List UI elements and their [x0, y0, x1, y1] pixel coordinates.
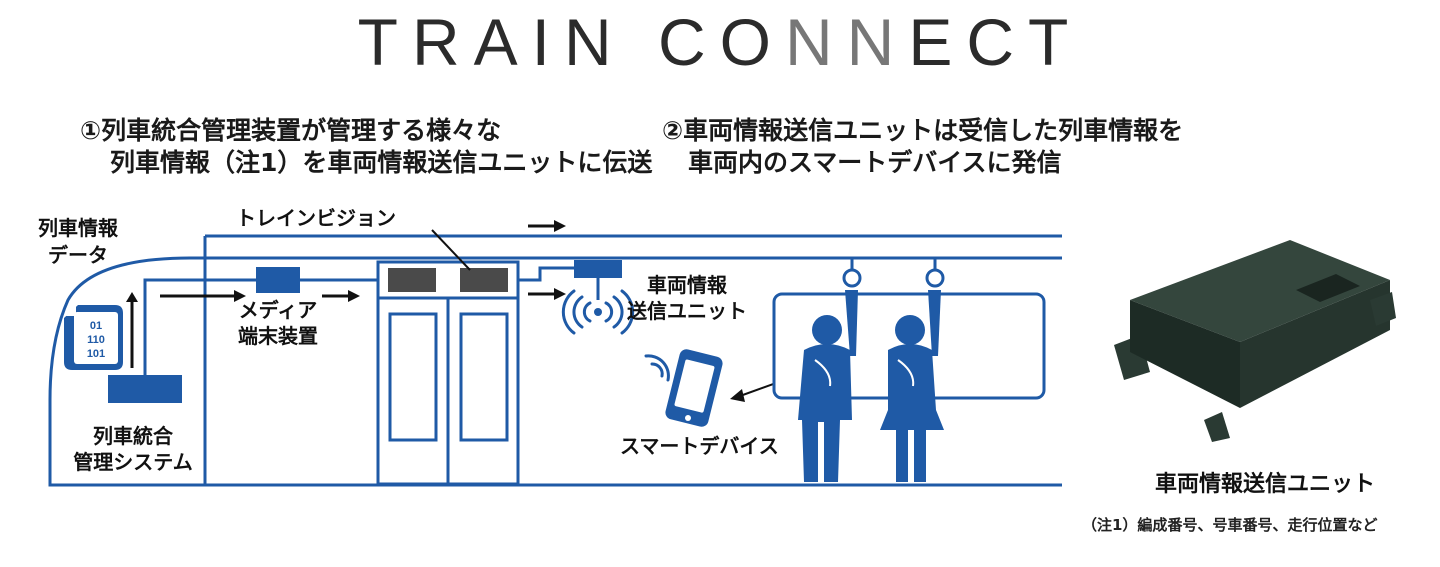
tims-device: [108, 375, 182, 403]
passenger-female-icon: [880, 290, 944, 482]
train-data-label-2: データ: [48, 243, 108, 267]
arrow-to-door-icon: [322, 290, 360, 302]
train-vision-display-2: [460, 268, 508, 292]
step2-line1: ②車両情報送信ユニットは受信した列車情報を: [662, 116, 1184, 145]
step2-line2: 車両内のスマートデバイスに発信: [688, 148, 1062, 177]
train-data-label-1: 列車情報: [38, 216, 118, 240]
product-caption: 車両情報送信ユニット: [1154, 472, 1375, 497]
up-arrow-icon: [126, 292, 138, 302]
arrow-to-unit-icon: [528, 288, 566, 300]
step1-line2: 列車情報（注1）を車両情報送信ユニットに伝送: [110, 148, 653, 177]
arrow-top-icon: [528, 220, 566, 232]
arrow-to-media-icon: [160, 290, 246, 302]
train-vision-display-1: [388, 268, 436, 292]
data-icon-line-3: 101: [87, 348, 105, 360]
data-icon-line-2: 110: [87, 334, 105, 346]
media-terminal-device: [256, 267, 300, 293]
transmission-unit-label-1: 車両情報: [647, 273, 727, 297]
transmission-unit-label-2: 送信ユニット: [627, 299, 747, 323]
tims-label-2: 管理システム: [73, 450, 193, 474]
data-file-icon: [64, 305, 123, 370]
train-vision-label: トレインビジョン: [236, 206, 396, 230]
transmission-unit-product-photo: [1114, 240, 1396, 442]
transmission-unit-device: [574, 260, 622, 278]
train-vision-leader: [431, 229, 471, 271]
smartphone-wifi-icon: [644, 354, 670, 382]
passenger-male-icon: [798, 290, 858, 482]
media-terminal-label-1: メディア: [238, 298, 318, 322]
data-icon-line-1: 01: [90, 320, 102, 332]
hand-strap-icon: [842, 258, 945, 288]
smartphone-icon: [665, 349, 723, 427]
wifi-signal-icon: [561, 289, 635, 335]
train-car-outline: [48, 256, 1062, 487]
logo-text-part3: ECT: [908, 5, 1083, 79]
step1-line1: ①列車統合管理装置が管理する様々な: [80, 116, 502, 145]
tims-label-1: 列車統合: [93, 424, 173, 448]
footnote: （注1）編成番号、号車番号、走行位置など: [1082, 516, 1378, 534]
logo-text-part2: NN: [785, 5, 909, 79]
data-line: [143, 266, 600, 375]
smart-device-label: スマートデバイス: [620, 434, 779, 458]
media-terminal-label-2: 端末装置: [238, 324, 318, 348]
train-connect-logo: TRAIN CONNECT: [0, 4, 1440, 80]
logo-text-part1: TRAIN CO: [357, 5, 785, 79]
